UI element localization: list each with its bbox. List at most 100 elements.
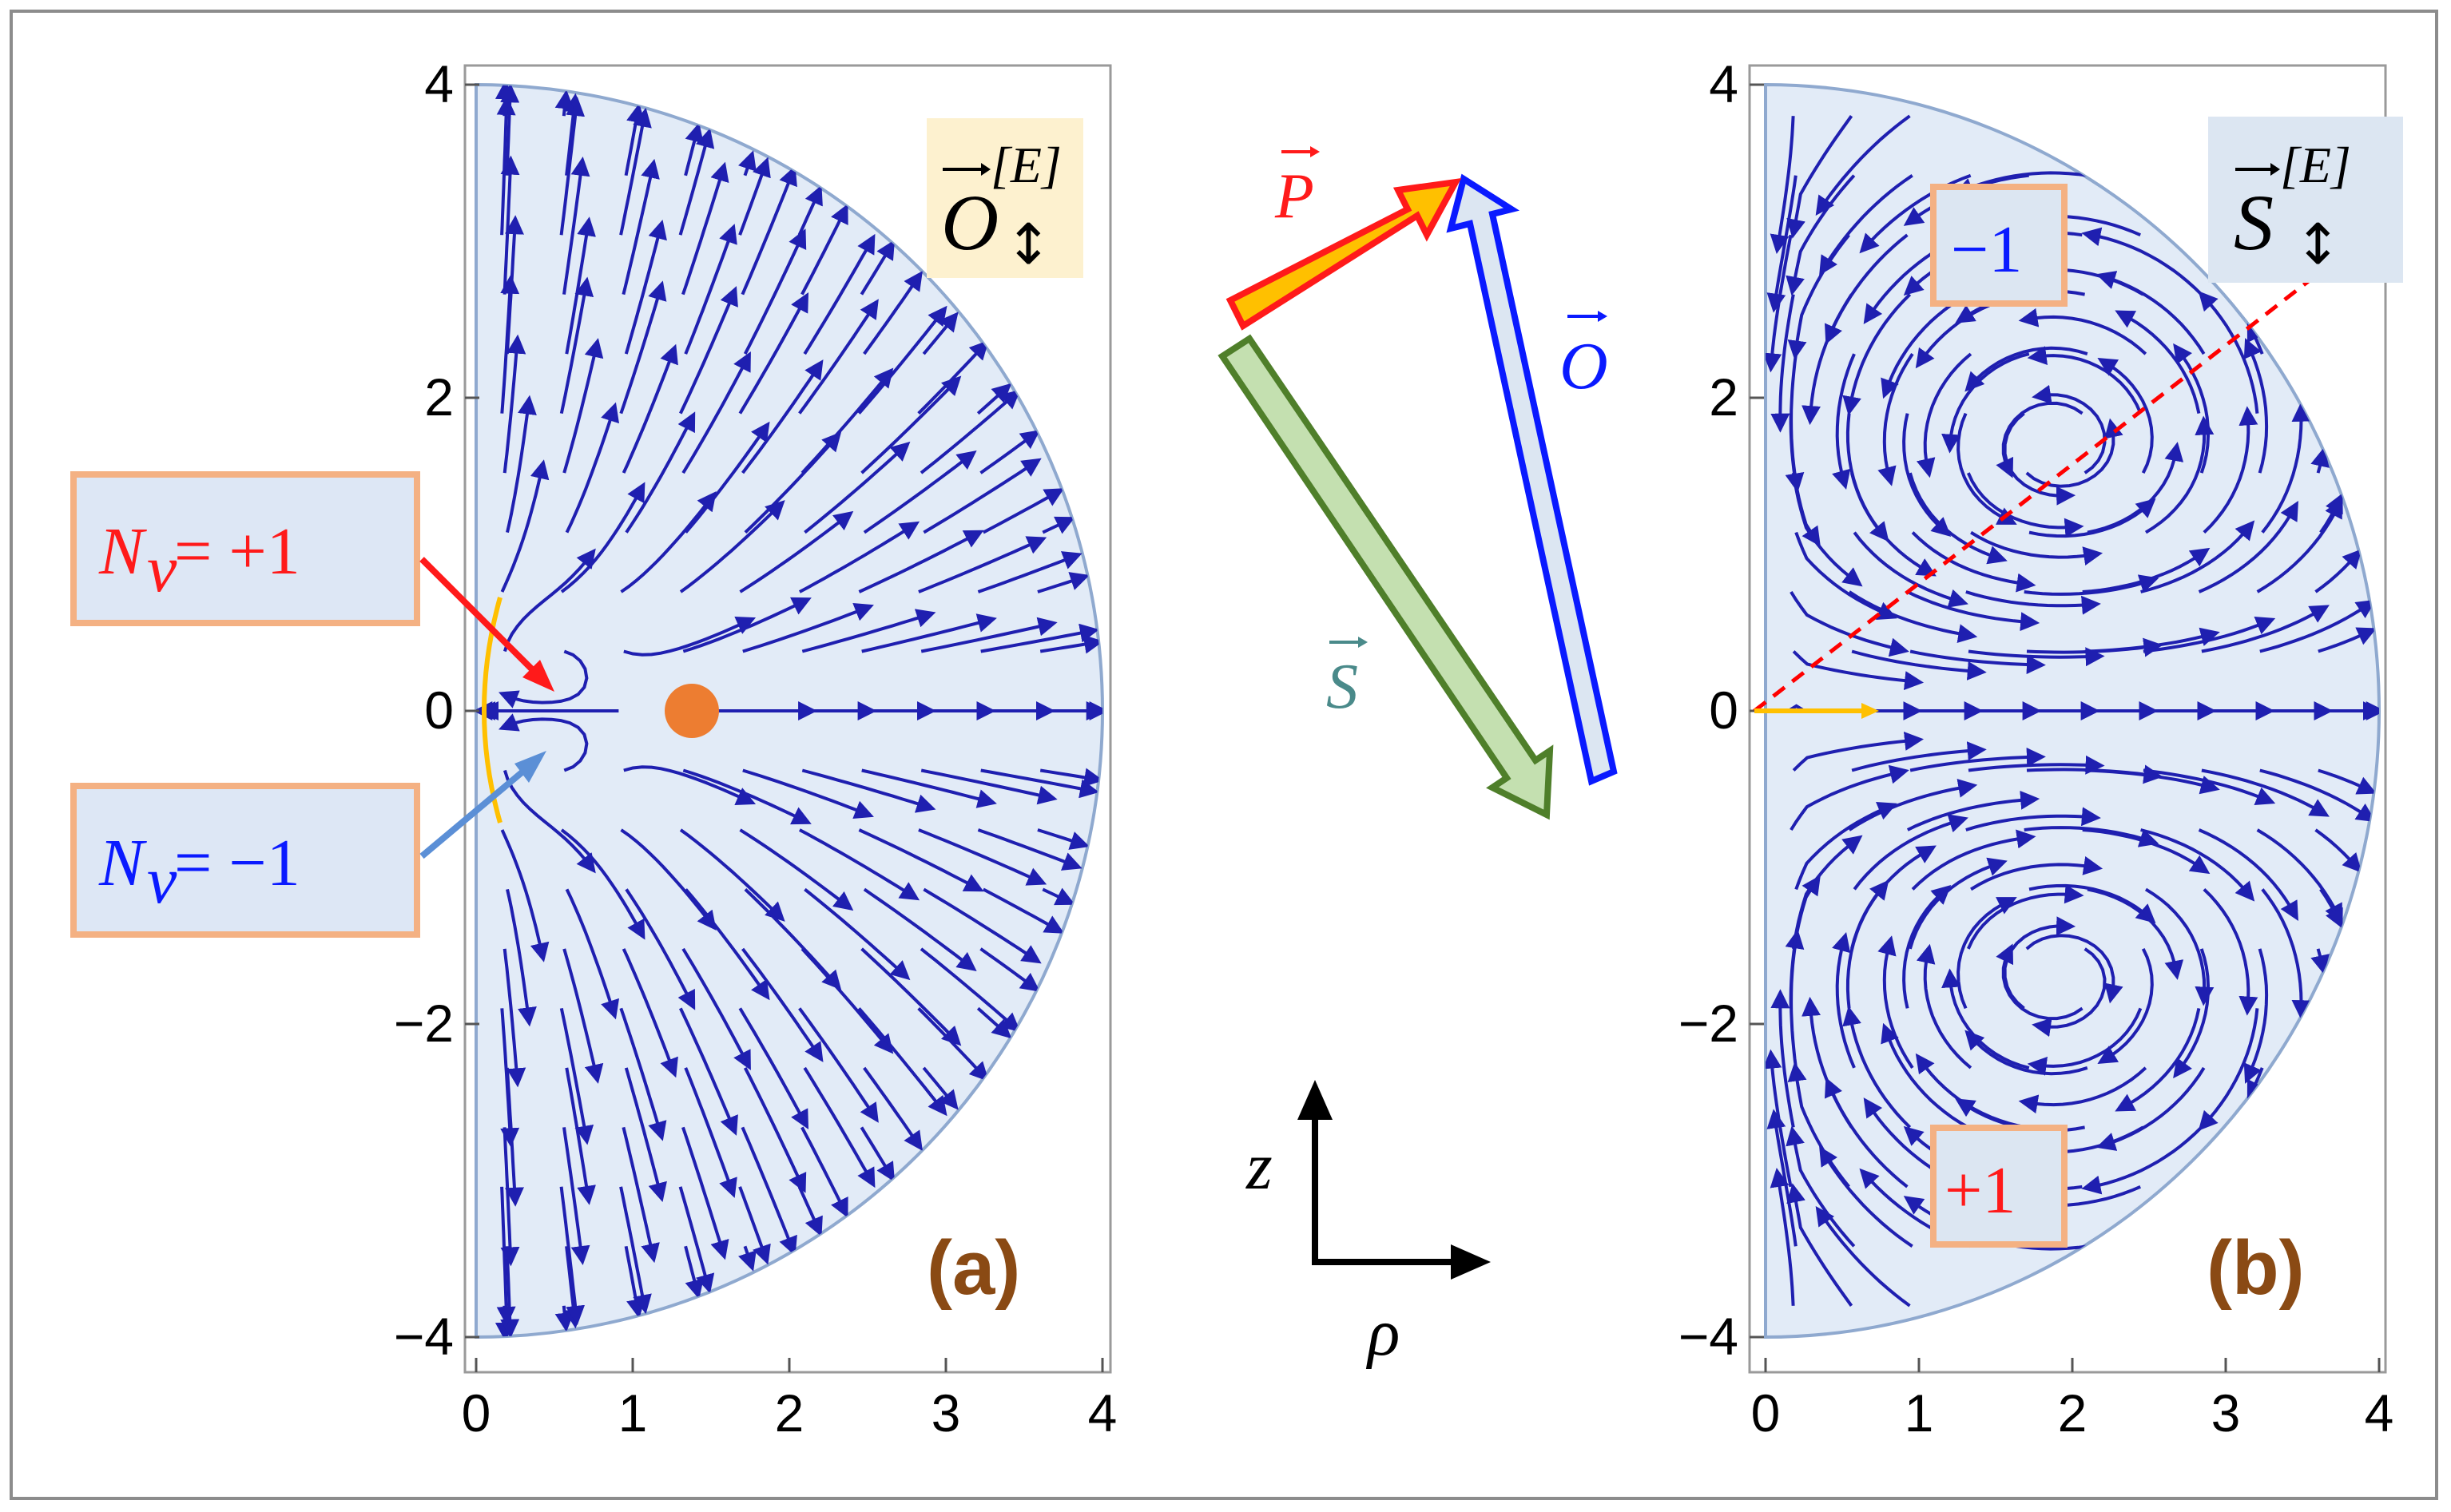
streamline-arrow bbox=[920, 617, 1058, 653]
vector-p-arrow bbox=[1226, 177, 1462, 331]
streamline-arrow bbox=[684, 122, 704, 177]
streamline-arrow bbox=[858, 530, 984, 593]
streamline-arrow bbox=[860, 947, 962, 1046]
streamline-arrow bbox=[1911, 829, 2036, 891]
streamline-arrow bbox=[982, 887, 1065, 934]
streamline-arrow bbox=[977, 828, 1082, 871]
streamline-arrow bbox=[1766, 1109, 1798, 1247]
streamline-arrow bbox=[1832, 931, 1856, 1069]
rho-axis-label: ρ bbox=[1365, 1296, 1400, 1370]
streamline-arrow bbox=[620, 828, 717, 931]
streamline-arrow bbox=[1790, 764, 1909, 831]
panel-b-field-label-box bbox=[2208, 117, 2403, 283]
streamline-arrow bbox=[976, 1006, 1012, 1039]
streamline-arrow bbox=[2097, 358, 2154, 474]
streamline-arrow bbox=[554, 1305, 574, 1332]
streamline-arrow bbox=[2140, 520, 2255, 593]
streamline-arrow bbox=[1911, 531, 2036, 593]
streamline-arrow bbox=[619, 1007, 667, 1141]
vector-o-label: O bbox=[1559, 329, 1608, 403]
streamline-arrow bbox=[2201, 768, 2330, 817]
panel-a-field-superscript: [E] bbox=[991, 137, 1062, 193]
streamline-arrow bbox=[1848, 778, 1978, 831]
streamline-arrow bbox=[857, 1007, 947, 1117]
streamline-arrow bbox=[861, 613, 997, 653]
y-tick-label: 4 bbox=[1709, 54, 1738, 113]
streamline-arrow bbox=[1996, 401, 2084, 478]
streamline-arrow bbox=[1916, 352, 1972, 478]
streamline-arrow bbox=[863, 450, 977, 534]
vector-o-overarrow-head-icon bbox=[1598, 311, 1607, 322]
streamline-arrow bbox=[1964, 1030, 2088, 1076]
streamline-arrow bbox=[1825, 1077, 1909, 1189]
streamline-arrow bbox=[2173, 948, 2211, 1079]
streamline-arrow bbox=[976, 383, 1012, 415]
streamline-arrow bbox=[1968, 647, 2105, 667]
streamline-arrow bbox=[980, 623, 1099, 653]
streamline-arrow bbox=[622, 158, 660, 296]
y-tick-label: 0 bbox=[424, 681, 454, 740]
streamline-arrow bbox=[681, 1126, 729, 1260]
nv-minus-variable: N bbox=[98, 826, 147, 900]
panel-b-top-index: −1 bbox=[1951, 212, 2022, 287]
panel-a-vector-arrowhead-icon bbox=[981, 163, 991, 176]
vector-o-arrow bbox=[1446, 173, 1618, 786]
streamline-arrow bbox=[797, 185, 823, 236]
panel-b-field-symbol: S bbox=[2234, 178, 2274, 267]
streamline-arrow bbox=[742, 602, 874, 653]
streamline-arrow bbox=[798, 521, 920, 593]
streamline-arrow bbox=[682, 768, 812, 825]
streamline-arrow bbox=[1825, 233, 1909, 345]
panel-b-top-index-box bbox=[1930, 184, 2068, 307]
panel-b-vector-arrowhead-icon bbox=[2270, 163, 2280, 176]
vector-p-label: P bbox=[1274, 161, 1314, 232]
streamline-arrow bbox=[800, 947, 894, 1054]
streamline-arrow bbox=[1042, 887, 1075, 906]
streamline-arrow bbox=[2246, 321, 2265, 355]
streamline-arrow bbox=[2314, 549, 2362, 593]
streamline-arrow bbox=[739, 828, 854, 911]
streamline-arrow bbox=[625, 888, 696, 1010]
streamline-arrow bbox=[923, 887, 1042, 964]
streamline-arrow bbox=[1037, 828, 1090, 850]
streamline-arrow bbox=[738, 1007, 809, 1130]
streamline-arrow bbox=[500, 155, 520, 295]
nv-plus-subscript: v bbox=[147, 532, 177, 606]
streamline-arrow bbox=[1770, 116, 1795, 254]
nv-minus-pointer bbox=[419, 762, 533, 859]
streamline-arrow bbox=[562, 338, 604, 474]
streamline-arrow bbox=[623, 765, 757, 806]
streamline-arrow bbox=[560, 482, 646, 593]
streamline-arrow bbox=[684, 888, 770, 1001]
x-tick-label: 0 bbox=[1751, 1383, 1781, 1443]
streamline-arrow bbox=[2203, 406, 2258, 534]
streamline-arrow bbox=[2198, 501, 2298, 593]
panel-a-field-symbol: O bbox=[941, 178, 999, 267]
streamline-arrow bbox=[560, 828, 646, 940]
streamline-arrow bbox=[863, 271, 923, 355]
streamline-arrow bbox=[2318, 627, 2378, 653]
streamline-arrow bbox=[500, 829, 550, 962]
streamline-arrow bbox=[741, 947, 824, 1062]
streamline-arrow bbox=[2018, 1066, 2147, 1114]
streamline-arrow bbox=[684, 1067, 737, 1198]
streamline-arrow bbox=[860, 375, 962, 474]
vector-p-overarrow-head-icon bbox=[1310, 146, 1320, 157]
streamline-arrow bbox=[1815, 1205, 1911, 1308]
streamline-arrow bbox=[743, 1066, 807, 1193]
panel-a-field-subscript: ↕ bbox=[1005, 212, 1052, 277]
nv-minus-pointer-head-icon bbox=[514, 751, 546, 783]
streamline-arrow bbox=[917, 339, 989, 415]
streamline-arrow bbox=[1965, 590, 2101, 615]
streamline-arrow bbox=[681, 351, 751, 474]
streamline-arrow bbox=[2095, 271, 2206, 355]
streamline-arrow bbox=[503, 334, 526, 474]
streamline-arrow bbox=[2087, 442, 2184, 534]
nv-plus-variable: N bbox=[98, 514, 147, 589]
streamline-arrow bbox=[1819, 1146, 1913, 1248]
streamline-arrow bbox=[1770, 294, 1795, 433]
nv-minus-annotation: N v = −1 bbox=[70, 751, 546, 938]
streamline-arrow bbox=[798, 299, 879, 415]
figure-frame bbox=[10, 10, 2438, 1500]
